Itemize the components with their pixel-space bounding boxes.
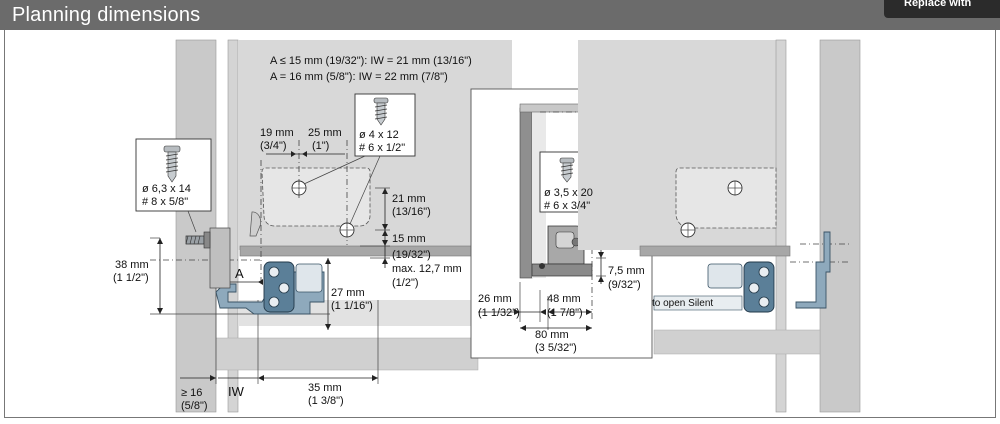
detail-48-in: (1 7/8") xyxy=(547,307,583,319)
screw-left-imperial: # 8 x 5/8" xyxy=(142,196,188,208)
cabinet-bottom-left xyxy=(215,337,479,371)
screw-detail-size: ø 3,5 x 20 xyxy=(544,187,593,199)
dim-15-mm: 15 mm xyxy=(392,233,426,245)
cabinet-side-wall-right xyxy=(819,39,861,413)
dim-21-mm: 21 mm xyxy=(392,193,426,205)
dim-27-mm: 27 mm xyxy=(331,287,365,299)
cabinet-bottom-right xyxy=(653,329,821,355)
drawer-side-right xyxy=(775,39,787,413)
dim-38-mm: 38 mm xyxy=(115,259,149,271)
screw-left-size: ø 6,3 x 14 xyxy=(142,183,191,195)
dim-16-mm: ≥ 16 xyxy=(181,387,202,399)
dim-25-in: (1") xyxy=(312,140,329,152)
detail-26-mm: 26 mm xyxy=(478,293,512,305)
detail-80-in: (3 5/32") xyxy=(535,342,577,354)
title-bar: Planning dimensions Replace with xyxy=(0,0,1000,30)
detail-side-wall xyxy=(519,107,533,279)
screw-middle-size: ø 4 x 12 xyxy=(359,129,399,141)
detail-7-in: (9/32") xyxy=(608,279,641,291)
detail-7-mm: 7,5 mm xyxy=(608,265,645,277)
runner-profile-right xyxy=(795,231,831,309)
screw-icon-left xyxy=(163,145,181,183)
note-line-1: A ≤ 15 mm (19/32"): IW = 21 mm (13/16") xyxy=(270,55,472,67)
dim-16-in: (5/8") xyxy=(181,400,208,412)
dim-19-in: (3/4") xyxy=(260,140,287,152)
cabinet-side-wall-left xyxy=(175,39,217,413)
dim-21-in: (13/16") xyxy=(392,206,431,218)
open-silent-label: to open Silent xyxy=(652,298,713,309)
dim-max-mm: max. 12,7 mm xyxy=(392,263,462,275)
diagram-frame xyxy=(4,30,996,418)
mounting-plate-right xyxy=(675,167,777,229)
screw-icon-detail xyxy=(559,157,575,183)
dim-35-in: (1 3/8") xyxy=(308,395,344,407)
drawer-bottom-board xyxy=(239,245,475,257)
screw-detail-imperial: # 6 x 3/4" xyxy=(544,200,590,212)
dim-15-in: (19/32") xyxy=(392,249,431,261)
detail-26-in: (1 1/32") xyxy=(478,307,520,319)
dim-19-mm: 19 mm xyxy=(260,127,294,139)
page-title: Planning dimensions xyxy=(12,4,201,26)
dim-a-label: A xyxy=(235,266,244,281)
dim-27-in: (1 1/16") xyxy=(331,300,373,312)
dim-38-in: (1 1/2") xyxy=(113,272,149,284)
note-line-2: A = 16 mm (5/8"): IW = 22 mm (7/8") xyxy=(270,71,448,83)
dim-35-mm: 35 mm xyxy=(308,382,342,394)
dim-25-mm: 25 mm xyxy=(308,127,342,139)
mounting-plate-left xyxy=(261,167,371,227)
detail-80-mm: 80 mm xyxy=(535,329,569,341)
screw-icon-middle xyxy=(373,97,389,126)
replace-with-button[interactable]: Replace with xyxy=(884,0,1000,18)
dim-iw-label: IW xyxy=(228,384,245,399)
screw-middle-imperial: # 6 x 1/2" xyxy=(359,142,405,154)
detail-48-mm: 48 mm xyxy=(547,293,581,305)
dim-max-in: (1/2") xyxy=(392,277,419,289)
